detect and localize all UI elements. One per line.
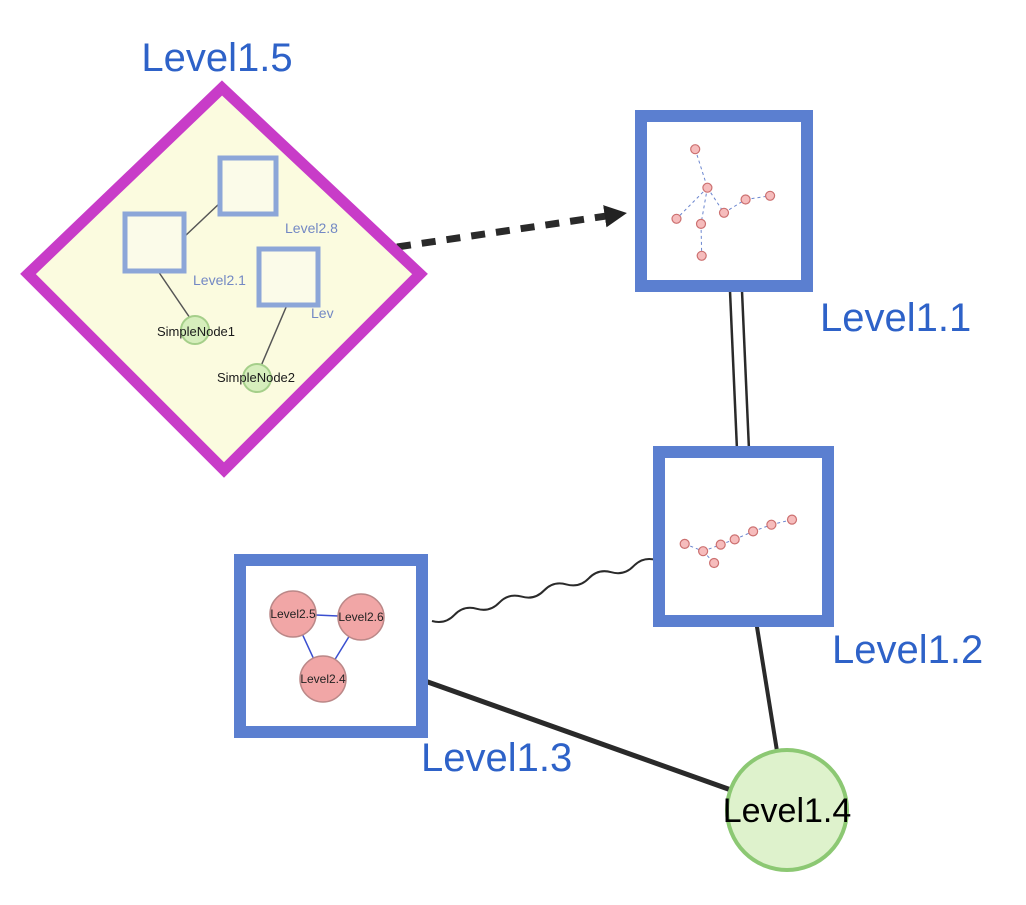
edge-lev-to-simplenode2[interactable] [260, 304, 288, 367]
mini-graph-edge [700, 223, 703, 256]
mini-graph-edge [700, 187, 708, 224]
mini-graph-edge [676, 187, 708, 220]
mini-graph-node[interactable] [786, 514, 798, 525]
mini-graph-node[interactable] [740, 194, 751, 205]
level1-1-box[interactable] [635, 110, 813, 292]
mini-graph-edge [694, 149, 708, 188]
level1-1-inner-graph [671, 144, 776, 261]
label-level2-5: Level2.5 [270, 607, 316, 621]
mini-graph-node[interactable] [697, 546, 709, 557]
edge-level2-1-to-simplenode1[interactable] [157, 270, 191, 319]
level1-2-box[interactable] [653, 446, 834, 627]
mini-graph-node[interactable] [729, 534, 740, 545]
mini-graph-node[interactable] [718, 207, 730, 218]
label-simplenode1: SimpleNode1 [157, 324, 235, 339]
double-edge-line-1[interactable] [728, 290, 739, 451]
level1-4-circle[interactable] [725, 748, 849, 872]
mini-graph-node[interactable] [708, 557, 720, 569]
label-level1-3: Level1.3 [421, 736, 572, 780]
mini-graph-node[interactable] [747, 526, 759, 537]
node-level1-2[interactable] [653, 446, 834, 627]
node-level2-1[interactable] [122, 211, 187, 274]
mini-graph-node[interactable] [766, 519, 777, 530]
level1-3-box[interactable] [234, 554, 428, 738]
label-level1-5: Level1.5 [141, 36, 292, 80]
mini-graph-edge [723, 199, 746, 214]
node-level1-3[interactable]: Level2.5 Level2.6 Level2.4 [234, 554, 428, 738]
node-simplenode1[interactable] [180, 315, 210, 345]
mini-graph-node[interactable] [690, 144, 701, 155]
mini-graph-node[interactable] [764, 190, 776, 201]
node-level2-5[interactable] [269, 590, 317, 638]
node-level2-8[interactable] [217, 155, 279, 217]
node-level1-1[interactable] [635, 110, 813, 292]
edge-level1-3-to-level1-2[interactable] [431, 557, 657, 624]
label-level1-4: Level1.4 [723, 792, 852, 830]
label-lev: Lev [311, 305, 334, 321]
label-level2-4: Level2.4 [300, 672, 346, 686]
node-level2-6[interactable] [337, 593, 385, 641]
edge-level2-1-to-level2-8[interactable] [183, 201, 222, 238]
edge-level1-5-to-level1-1[interactable] [396, 205, 627, 251]
level1-5-diamond-shape[interactable] [20, 80, 428, 478]
node-level1-4[interactable]: Level1.4 [723, 748, 852, 872]
node-lev[interactable] [256, 246, 321, 308]
node-level2-4[interactable] [299, 655, 347, 703]
mini-graph-node[interactable] [695, 218, 707, 229]
mini-graph-node[interactable] [702, 182, 713, 193]
edge-level1-3-to-level1-4[interactable] [422, 678, 734, 793]
mini-graph-node[interactable] [696, 250, 707, 261]
label-simplenode2: SimpleNode2 [217, 370, 295, 385]
level1-2-inner-graph [679, 514, 798, 569]
label-level1-1: Level1.1 [820, 296, 971, 340]
node-simplenode2[interactable] [242, 363, 272, 393]
double-edge-line-2[interactable] [740, 290, 751, 451]
label-level2-1: Level2.1 [193, 272, 246, 288]
mini-graph-node[interactable] [715, 539, 726, 550]
edge-level1-2-to-level1-4[interactable] [755, 625, 779, 753]
edge-level1-1-to-level1-2[interactable] [728, 290, 751, 451]
label-level2-8: Level2.8 [285, 220, 338, 236]
node-level1-5[interactable]: Level2.8 Level2.1 Lev SimpleNode1 Simple… [20, 80, 428, 478]
mini-graph-node[interactable] [679, 538, 690, 550]
mini-graph-node[interactable] [671, 213, 682, 224]
label-level2-6: Level2.6 [338, 610, 384, 624]
label-level1-2: Level1.2 [832, 628, 983, 672]
